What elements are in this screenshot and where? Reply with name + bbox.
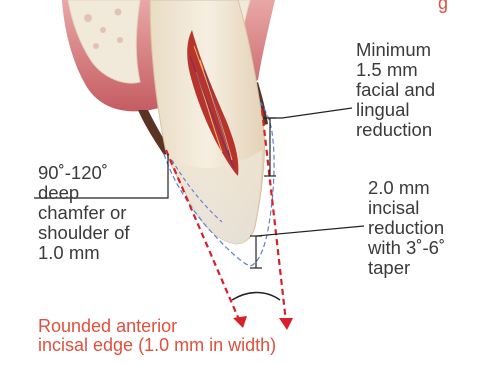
incisal-edge-arc	[232, 293, 280, 301]
label-rounded-incisal-edge: Rounded anterior incisal edge (1.0 mm in…	[38, 317, 276, 355]
arrow-head-right	[279, 318, 293, 330]
label-chamfer: 90˚-120˚ deep chamfer or shoulder of 1.0…	[38, 163, 130, 263]
leader-line-minimum-reduction	[270, 108, 352, 176]
leader-line-incisal-reduction	[256, 226, 364, 268]
label-minimum-reduction: Minimum 1.5 mm facial and lingual reduct…	[356, 40, 435, 140]
label-incisal-reduction: 2.0 mm incisal reduction with 3˚-6˚ tape…	[368, 178, 445, 278]
clipped-heading-fragment: g	[438, 0, 448, 12]
